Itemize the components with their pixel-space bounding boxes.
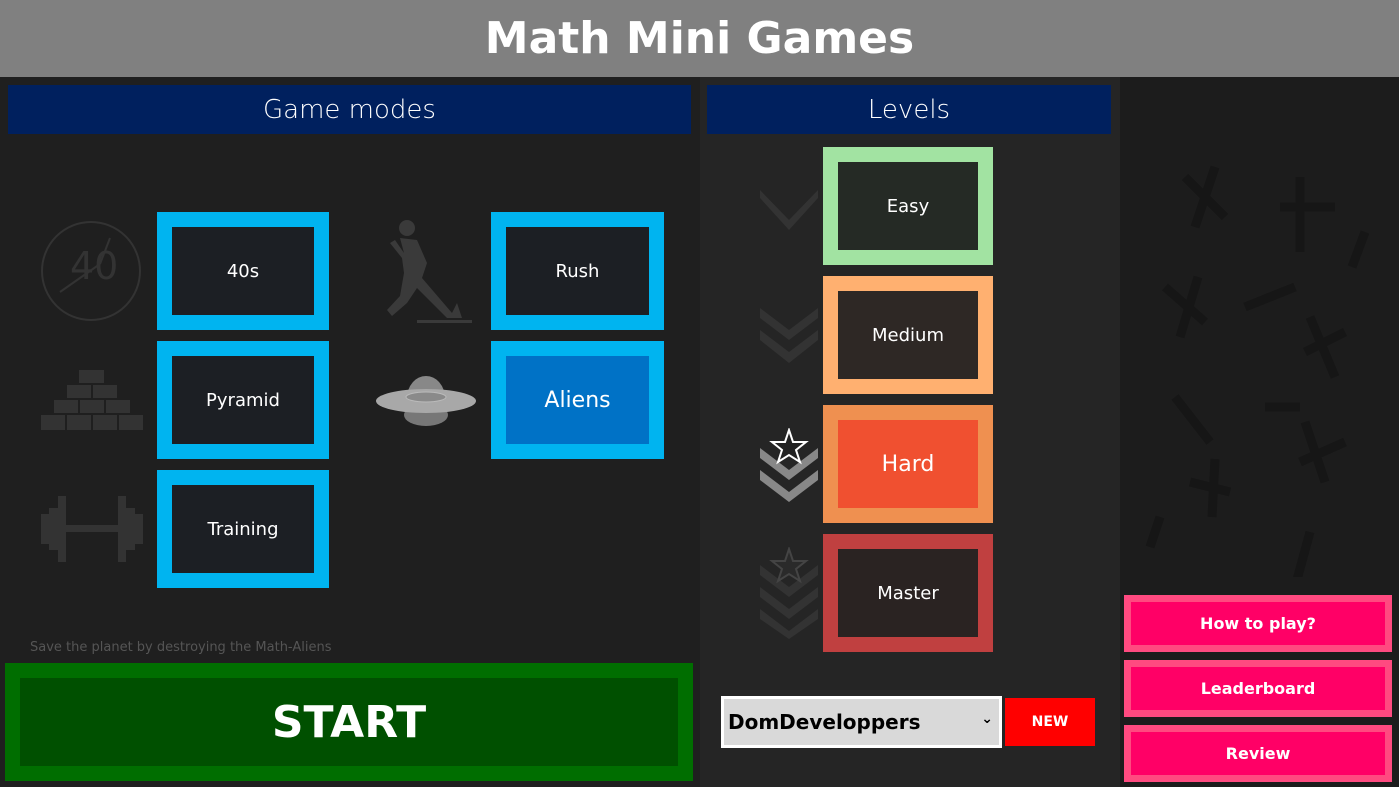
mode-description: Save the planet by destroying the Math-A…: [30, 640, 332, 655]
level-hard-button[interactable]: Hard: [823, 405, 993, 523]
stopwatch-text: 40: [70, 244, 119, 288]
mode-40s-button[interactable]: 40s: [157, 212, 329, 330]
chevron-down-icon: ⌄: [981, 711, 993, 727]
math-symbols-background-icon: [1145, 165, 1370, 577]
player-select[interactable]: DomDeveloppers ⌄: [721, 696, 1002, 748]
new-player-button[interactable]: NEW: [1005, 698, 1095, 746]
app-title: Math Mini Games: [0, 0, 1399, 77]
game-modes-header: Game modes: [8, 85, 691, 134]
review-button[interactable]: Review: [1124, 725, 1392, 782]
stopwatch-icon: [41, 221, 141, 321]
mode-pyramid-button[interactable]: Pyramid: [157, 341, 329, 459]
player-select-value: DomDeveloppers: [728, 710, 921, 734]
chevron-1-icon: [760, 190, 818, 230]
mode-aliens-button[interactable]: Aliens: [491, 341, 664, 459]
dumbbell-icon: [41, 496, 143, 562]
ufo-icon: [376, 376, 476, 426]
chevron-4-star-icon: [760, 547, 818, 639]
level-medium-button[interactable]: Medium: [823, 276, 993, 394]
bricks-pyramid-icon: [41, 370, 143, 430]
level-master-button[interactable]: Master: [823, 534, 993, 652]
leaderboard-button[interactable]: Leaderboard: [1124, 660, 1392, 717]
mode-rush-button[interactable]: Rush: [491, 212, 664, 330]
runner-icon: [387, 220, 472, 323]
how-to-play-button[interactable]: How to play?: [1124, 595, 1392, 652]
levels-header: Levels: [707, 85, 1111, 134]
chevron-3-star-icon: [760, 428, 818, 502]
chevron-2-icon: [760, 308, 818, 363]
start-button[interactable]: START: [5, 663, 693, 781]
level-easy-button[interactable]: Easy: [823, 147, 993, 265]
mode-training-button[interactable]: Training: [157, 470, 329, 588]
